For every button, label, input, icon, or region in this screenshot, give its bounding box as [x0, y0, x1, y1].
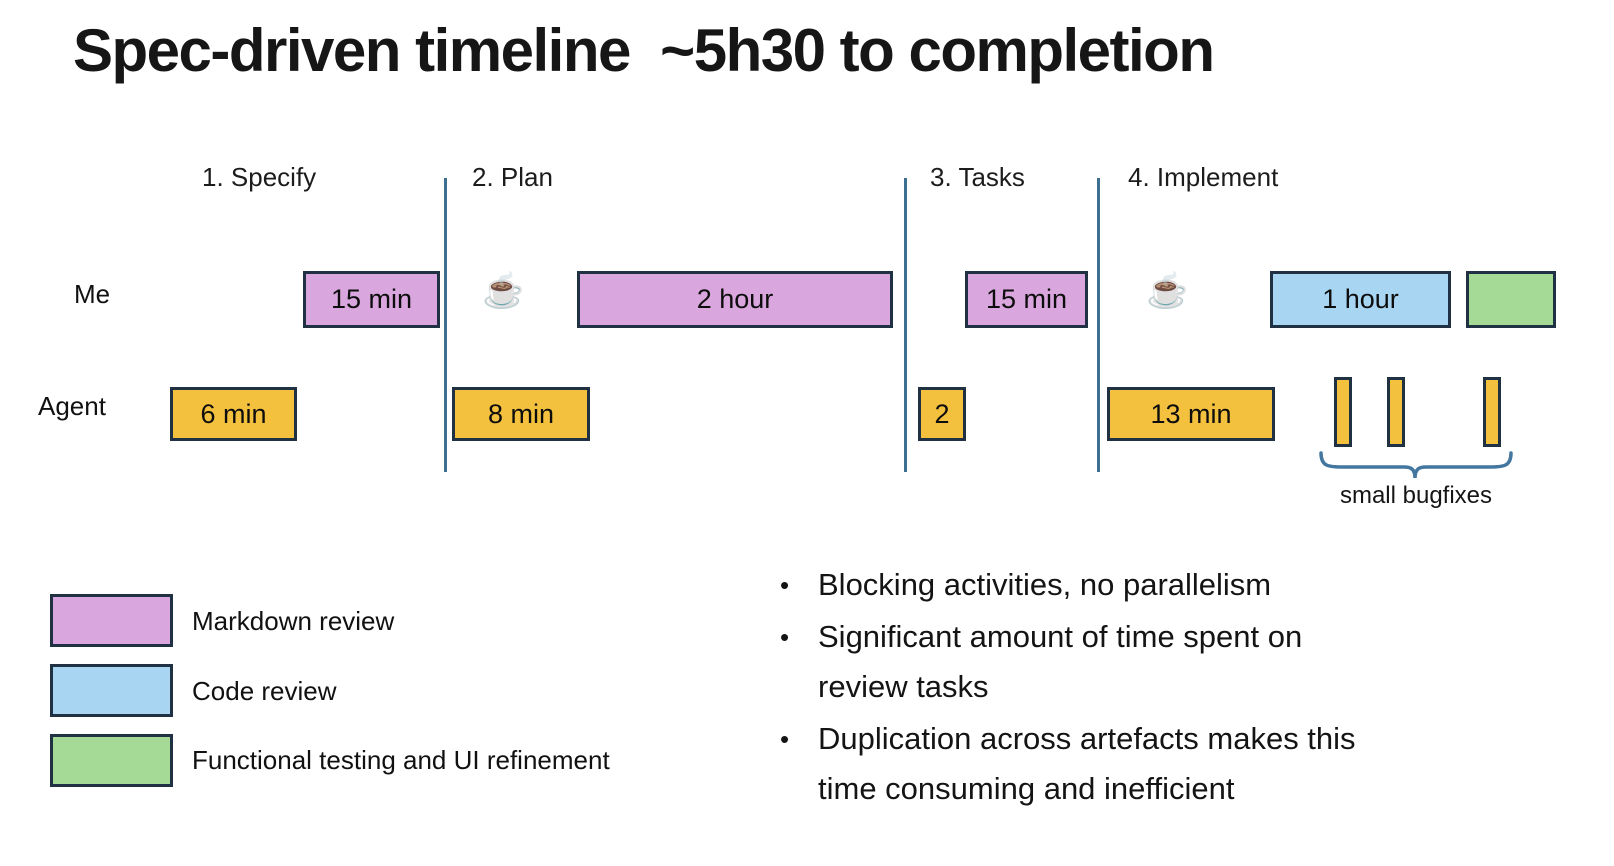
- me-functional-testing-box: [1466, 271, 1556, 328]
- note-bullet: Significant amount of time spent on revi…: [772, 612, 1392, 712]
- slide-title: Spec-driven timeline ~5h30 to completion: [73, 17, 1215, 84]
- legend-label-markdown-review: Markdown review: [192, 606, 395, 636]
- phase-divider-2: [904, 178, 907, 472]
- me-code-review-box: 1 hour: [1270, 271, 1451, 328]
- phase-label-implement: 4. Implement: [1128, 162, 1279, 192]
- phase-label-tasks: 3. Tasks: [930, 162, 1025, 192]
- phase-divider-3: [1097, 178, 1100, 472]
- legend-swatch-markdown-review: [50, 594, 173, 647]
- row-label-agent: Agent: [38, 391, 106, 421]
- legend-label-code-review: Code review: [192, 676, 337, 706]
- coffee-icon: ☕: [482, 272, 525, 310]
- notes-list: Blocking activities, no parallelism Sign…: [772, 560, 1392, 816]
- note-bullet: Blocking activities, no parallelism: [772, 560, 1392, 610]
- phase-divider-1: [444, 178, 447, 472]
- legend-swatch-functional-testing: [50, 734, 173, 787]
- coffee-icon: ☕: [1146, 272, 1189, 310]
- bugfix-bar: [1483, 377, 1501, 447]
- bugfix-bar: [1334, 377, 1352, 447]
- bugfix-brace: [1319, 451, 1513, 479]
- agent-box-plan: 8 min: [452, 387, 590, 441]
- me-markdown-review-box-specify: 15 min: [303, 271, 440, 328]
- row-label-me: Me: [74, 279, 111, 309]
- agent-box-tasks: 2: [918, 387, 966, 441]
- me-markdown-review-box-plan: 2 hour: [577, 271, 893, 328]
- note-bullet: Duplication across artefacts makes this …: [772, 714, 1392, 814]
- bugfix-bar: [1387, 377, 1405, 447]
- agent-box-specify: 6 min: [170, 387, 297, 441]
- legend-label-functional-testing: Functional testing and UI refinement: [192, 745, 610, 775]
- legend-swatch-code-review: [50, 664, 173, 717]
- phase-label-specify: 1. Specify: [202, 162, 317, 192]
- me-markdown-review-box-tasks: 15 min: [965, 271, 1088, 328]
- agent-box-implement: 13 min: [1107, 387, 1275, 441]
- bugfix-caption: small bugfixes: [1339, 482, 1493, 509]
- phase-label-plan: 2. Plan: [472, 162, 553, 192]
